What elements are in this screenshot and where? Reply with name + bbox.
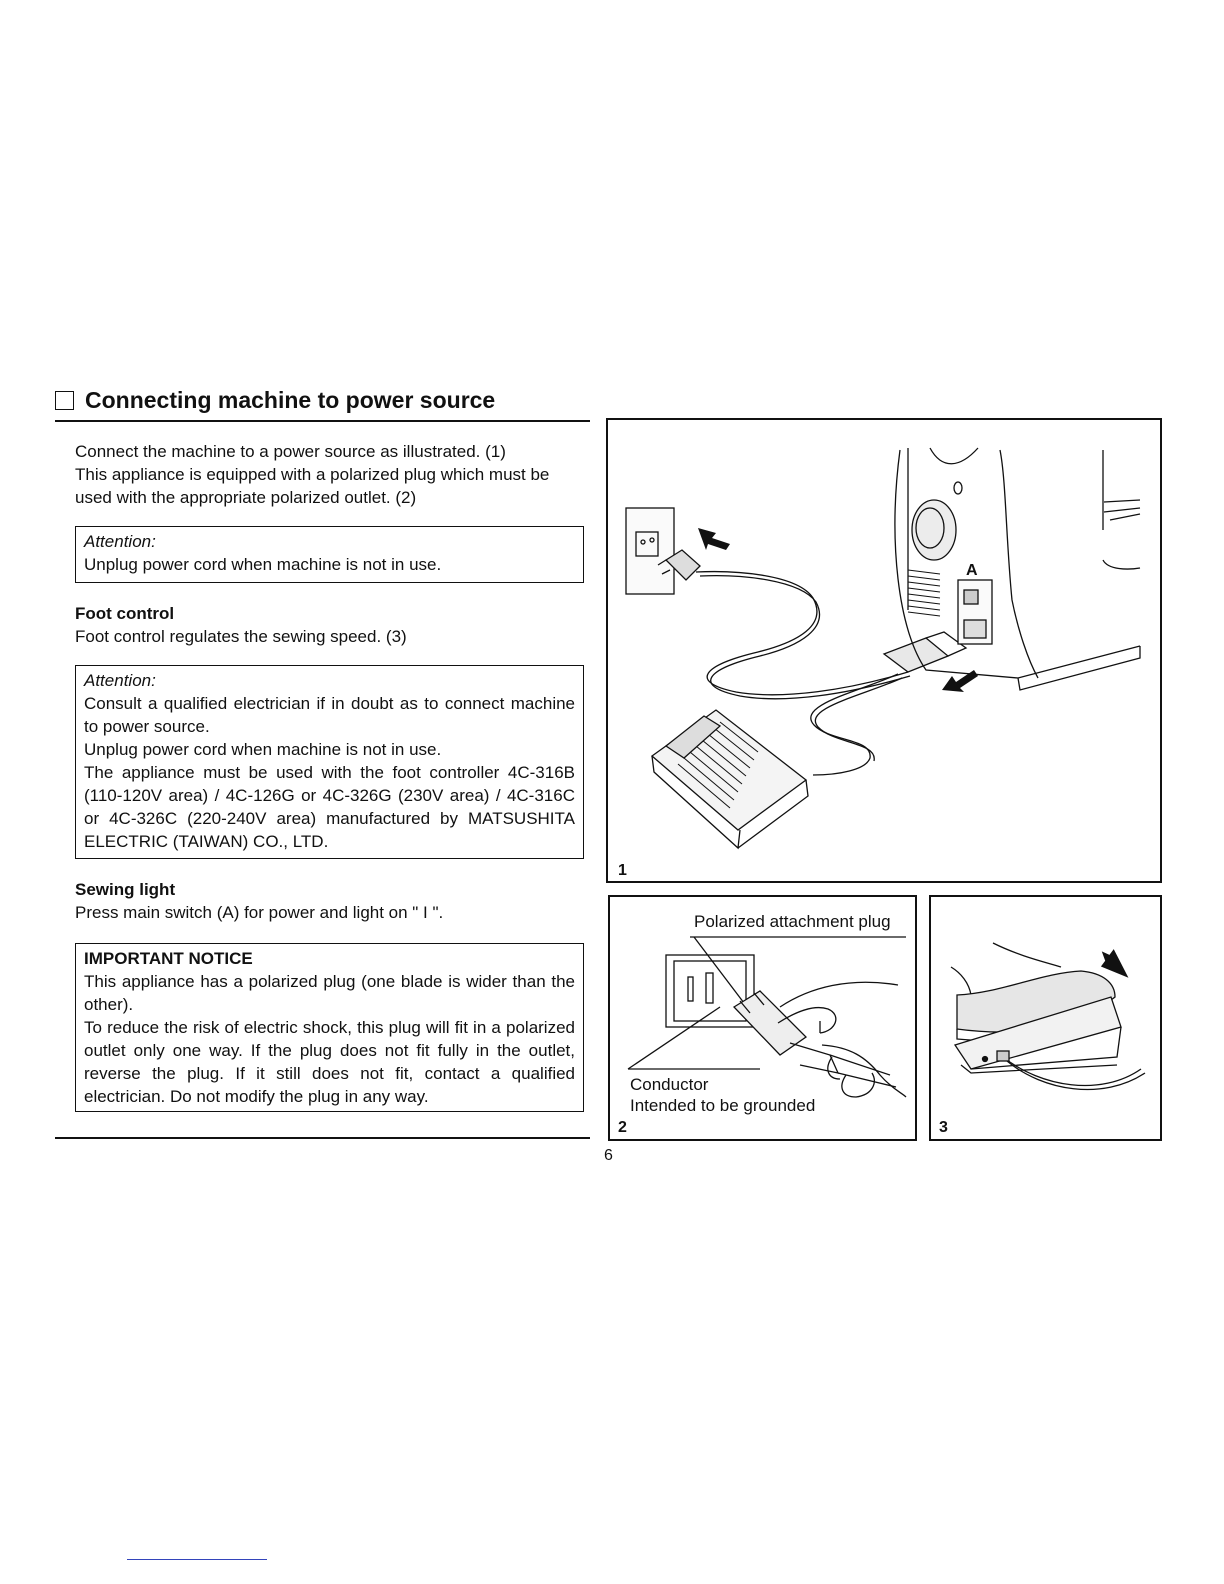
sewing-light-text: Press main switch (A) for power and ligh… [75, 903, 444, 922]
section-header: Connecting machine to power source [55, 386, 590, 422]
attention-paragraph: The appliance must be used with the foot… [84, 763, 575, 851]
attention-label: Attention: [84, 671, 156, 690]
foot-control-text: Foot control regulates the sewing speed.… [75, 627, 407, 646]
sewing-light-heading: Sewing light [75, 880, 176, 899]
polarized-plug-label: Polarized attachment plug [694, 912, 891, 931]
notice-paragraph: To reduce the risk of electric shock, th… [84, 1018, 575, 1106]
foot-control-heading: Foot control [75, 604, 175, 623]
notice-paragraph: This appliance has a polarized plug (one… [84, 972, 575, 1014]
figure-2-polarized-plug: Polarized attachment plug Conductor Inte… [608, 895, 917, 1141]
attention-paragraph: Unplug power cord when machine is not in… [84, 740, 442, 759]
figure-3-foot-control: 3 [929, 895, 1162, 1141]
foot-on-pedal-illustration [950, 942, 1146, 1091]
attention-box-electrician: Attention: Consult a qualified electrici… [75, 665, 584, 859]
page-number: 6 [604, 1147, 613, 1164]
machine-connection-illustration [625, 447, 1141, 850]
important-notice-box: IMPORTANT NOTICE This appliance has a po… [75, 943, 584, 1112]
figure-number: 2 [618, 1119, 627, 1136]
attention-label: Attention: [84, 532, 156, 551]
sewing-light-section: Sewing light Press main switch (A) for p… [75, 878, 585, 924]
intro-line: This appliance is equipped with a polari… [75, 465, 550, 484]
notice-heading: IMPORTANT NOTICE [84, 949, 253, 968]
switch-label-a: A [966, 562, 978, 579]
footnote-rule [127, 1559, 267, 1560]
polarized-plug-illustration [627, 936, 907, 1098]
conductor-label: Conductor [630, 1075, 709, 1094]
attention-paragraph: Consult a qualified electrician if in do… [84, 694, 575, 736]
section-title: Connecting machine to power source [85, 387, 496, 413]
intro-line: used with the appropriate polarized outl… [75, 488, 417, 507]
intro-line: Connect the machine to a power source as… [75, 442, 506, 461]
grounded-label: Intended to be grounded [630, 1096, 816, 1115]
figure-number: 3 [939, 1119, 948, 1136]
figure-number: 1 [618, 862, 627, 879]
figure-1-machine-connection: A 1 [606, 418, 1162, 883]
foot-control-section: Foot control Foot control regulates the … [75, 602, 585, 648]
attention-box-unplug: Attention: Unplug power cord when machin… [75, 526, 584, 583]
attention-text: Unplug power cord when machine is not in… [84, 555, 442, 574]
checkbox-square-icon [55, 391, 74, 410]
bottom-rule [55, 1137, 590, 1139]
intro-paragraph: Connect the machine to a power source as… [75, 440, 585, 509]
